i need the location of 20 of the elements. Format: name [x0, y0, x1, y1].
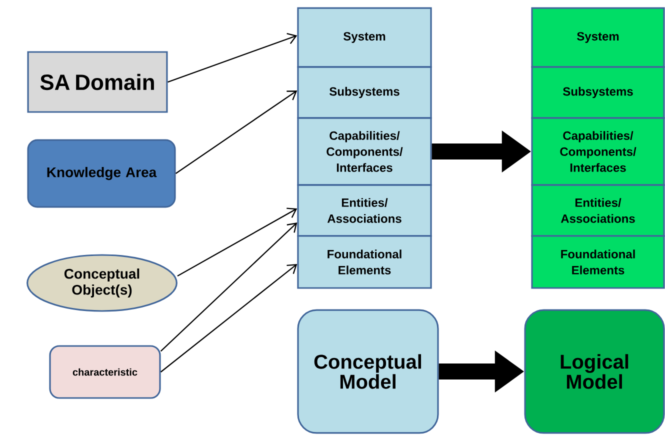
layer-box: System [531, 7, 665, 68]
model-box: Logical Model [524, 309, 665, 434]
layer-box: Capabilities/ Components/ Interfaces [531, 117, 665, 186]
layer-box: Foundational Elements [297, 235, 432, 289]
arrow [160, 264, 298, 372]
layer-box: Subsystems [297, 66, 432, 119]
layer-box: System [297, 7, 432, 68]
layer-box: Foundational Elements [531, 235, 665, 289]
arrow [175, 90, 298, 174]
layer-box: Entities/ Associations [297, 184, 432, 237]
characteristic-box: characteristic [49, 345, 161, 399]
model-box: Conceptual Model [297, 309, 439, 434]
layer-box: Capabilities/ Components/ Interfaces [297, 117, 432, 186]
arrow [160, 222, 298, 352]
arrow [168, 32, 298, 83]
layer-box: Entities/ Associations [531, 184, 665, 237]
domain-box: SA Domain [27, 51, 168, 113]
area-box: Knowledge Area [27, 139, 176, 208]
arrow [177, 208, 298, 277]
layer-box: Subsystems [531, 66, 665, 119]
